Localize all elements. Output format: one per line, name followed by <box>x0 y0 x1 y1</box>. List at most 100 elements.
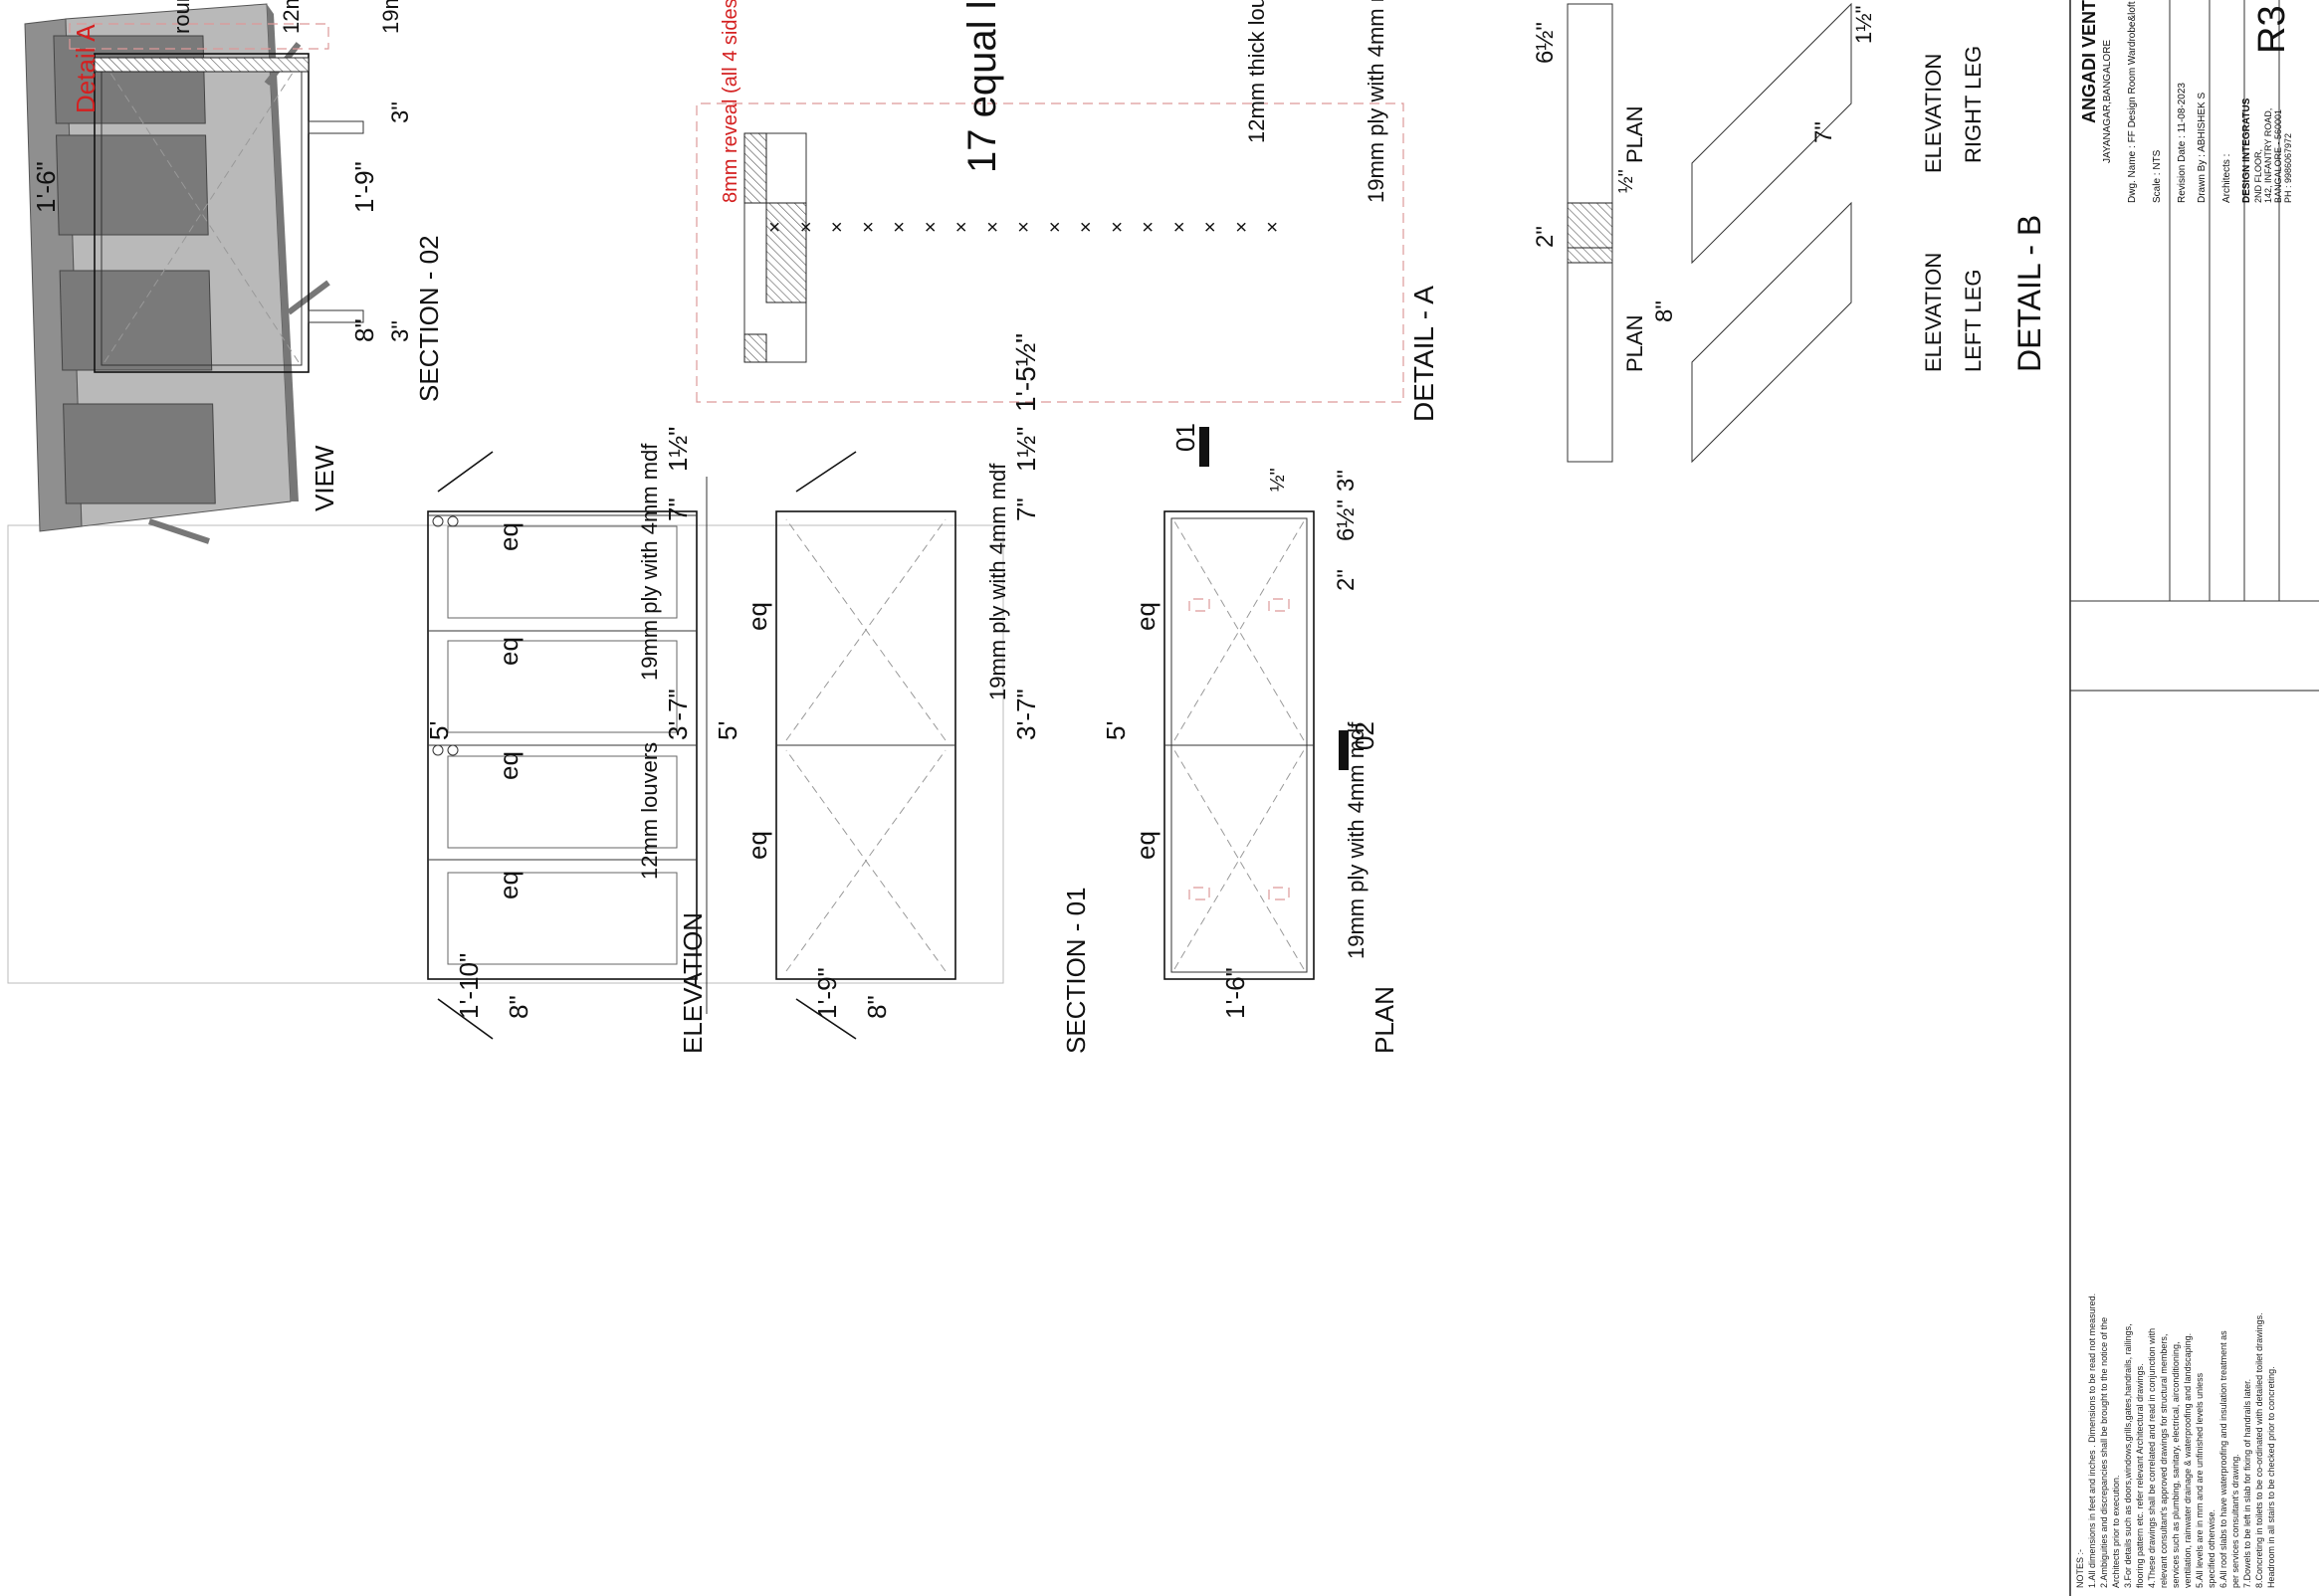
left-leg-elevation <box>1691 201 1852 464</box>
section02-title: SECTION - 02 <box>414 235 444 402</box>
note-line: 4.These drawings shall be correlated and… <box>2147 1328 2157 1588</box>
elevation-title: ELEVATION <box>678 912 708 1054</box>
address-line: BANGALORE - 560001 <box>2273 109 2283 203</box>
louver-mark: × <box>1200 221 1222 233</box>
louver-section <box>94 57 310 73</box>
overall-width-label: 5' <box>1101 721 1131 740</box>
section02-leg <box>308 120 364 134</box>
leg-footprint <box>1268 887 1290 900</box>
note-line: services such as plumbing, sanitary, ele… <box>2171 1342 2181 1588</box>
note-line: ventilation, rainwater drainage & waterp… <box>2183 1333 2193 1588</box>
section02-body <box>94 53 310 373</box>
leg-footprint <box>1268 598 1290 612</box>
marker-01-label: 01 <box>1170 423 1200 452</box>
panel-2 <box>59 270 213 371</box>
view-label: VIEW <box>310 445 339 511</box>
knob-circle <box>432 515 444 527</box>
note-line: 2.Ambiguities and discrepancies shall be… <box>2099 1317 2109 1588</box>
body-height-label: 3'-7" <box>1011 689 1041 740</box>
section-02-drawing: Detail A round knob 12mm louver 19mm ply… <box>31 0 444 402</box>
section01-leg <box>795 998 857 1040</box>
dim-3-label: 3" <box>1333 470 1360 492</box>
leg-height-label: 7" <box>1011 498 1041 521</box>
eq-label: eq <box>742 831 772 860</box>
marker-02-label: 02 <box>1350 721 1379 750</box>
round-knob-label: round knob <box>169 0 194 34</box>
base-label: 8" <box>349 318 379 342</box>
elevation-louvers <box>447 525 678 965</box>
note-line: 7.Dowels to be left in slab for fixing o… <box>2242 1379 2252 1588</box>
client-location: JAYANAGAR,BANGALORE <box>2102 40 2113 163</box>
section-marker-01 <box>1199 427 1209 467</box>
view-frame <box>7 524 1004 984</box>
ply-callout: 19mm ply with 4mm mdf <box>637 443 662 681</box>
ply-label: 19mm ply with 4mm mdf <box>1364 0 1388 203</box>
note-line: 3.For details such as doors,windows,gril… <box>2123 1323 2133 1588</box>
right-leg-label: RIGHT LEG <box>1961 46 1986 163</box>
thick-louver-label: 12mm thick louver <box>1244 0 1269 143</box>
louver-mark: × <box>858 221 880 233</box>
view-3d: VIEW <box>7 3 1004 984</box>
eq-label: eq <box>1131 602 1160 631</box>
address-line: 142, INFANTRY ROAD, <box>2263 108 2273 203</box>
louver-mark: × <box>1107 221 1129 233</box>
eq-label: eq <box>494 871 524 899</box>
equal-louvers-label: 17 equal louvers <box>960 0 1004 173</box>
detail-a-drawing: 8mm reveal (all 4 sides) 17 equal louver… <box>696 0 1439 422</box>
detail-a-edge <box>743 132 767 204</box>
architects-address: 2ND FLOOR,142, INFANTRY ROAD,BANGALORE -… <box>2253 108 2293 203</box>
dim3b-label: 3" <box>387 320 414 342</box>
louvers-callout: 12mm louvers <box>637 742 662 880</box>
detail-b-title: DETAIL - B <box>2011 215 2047 372</box>
note-line: 1.All dimensions in feet and inches . Di… <box>2087 1294 2097 1588</box>
note-line: flooring pattern etc. refer relevant Arc… <box>2135 1363 2145 1588</box>
detail-a-boundary <box>69 23 329 50</box>
section-01-drawing: eq eq 5' 3'-7" 7" 1½" 19mm ply with 4mm … <box>713 427 1091 1054</box>
detail-a-reveal-boundary <box>696 102 1404 403</box>
height-label: 1'-9" <box>349 161 379 213</box>
note-line: 6.All roof slabs to have waterproofing a… <box>2218 1330 2228 1588</box>
dim-half-label: ½" <box>1615 169 1637 193</box>
note-line: relevant consultant's approved drawings … <box>2159 1334 2169 1588</box>
plan-label: PLAN <box>1622 106 1647 163</box>
drawing-name: Dwg. Name : FF Design Room Wardrobe&loft <box>2127 1 2138 203</box>
louver-mark: × <box>827 221 849 233</box>
title-block: ANGADI VENTURES JAYANAGAR,BANGALORE Dwg.… <box>2070 0 2319 602</box>
sheet-number: R3 <box>2251 5 2293 54</box>
elevation-leg <box>437 451 494 493</box>
louver-label: 12mm louver <box>279 0 304 34</box>
depth-label: 1'-6" <box>1220 967 1250 1019</box>
louver-mark: × <box>982 221 1004 233</box>
notes-block: NOTES :- 1.All dimensions in feet and in… <box>2075 1294 2276 1588</box>
elevation-label: ELEVATION <box>1921 253 1946 372</box>
dim3a-label: 3" <box>387 101 414 123</box>
top-gap-label: 1½" <box>1011 427 1041 472</box>
dim-8-label: 8" <box>1651 300 1678 322</box>
detail-a-louvers <box>765 202 807 303</box>
eq-label: eq <box>494 522 524 551</box>
cabinet-base <box>267 4 299 501</box>
note-line: 5.All levels are in mm and are unfinishe… <box>2195 1372 2205 1588</box>
scale: Scale : NTS <box>2152 149 2163 203</box>
address-line: 2ND FLOOR, <box>2253 149 2263 203</box>
revision-date: Revision Date : 11-08-2023 <box>2177 83 2188 203</box>
architects-label: Architects : <box>2221 154 2232 203</box>
eq-label: eq <box>1131 831 1160 860</box>
base-height-label: 8" <box>504 995 533 1019</box>
side-height-label: 1'-10" <box>454 953 484 1019</box>
elevation-leg <box>437 998 494 1040</box>
detail-a-edge <box>743 333 767 363</box>
plan-drawing: eq eq 5' 1'-6" 2" 6½" 3" ½" 19mm ply wit… <box>1101 423 1399 1054</box>
overall-width-label: 5' <box>713 721 742 740</box>
section02-leg <box>308 309 364 323</box>
note-line: Architects prior to execution. <box>2111 1475 2121 1588</box>
drawn-by: Drawn By : ABHISHEK S <box>2197 93 2208 203</box>
dim-2-label: 2" <box>1532 226 1559 248</box>
louver-mark: × <box>920 221 942 233</box>
panel-3 <box>56 134 209 236</box>
louver-mark: × <box>1138 221 1160 233</box>
notes-heading: NOTES :- <box>2075 1549 2085 1588</box>
elevation-label: ELEVATION <box>1921 54 1946 173</box>
leg-footprint <box>1188 598 1210 612</box>
